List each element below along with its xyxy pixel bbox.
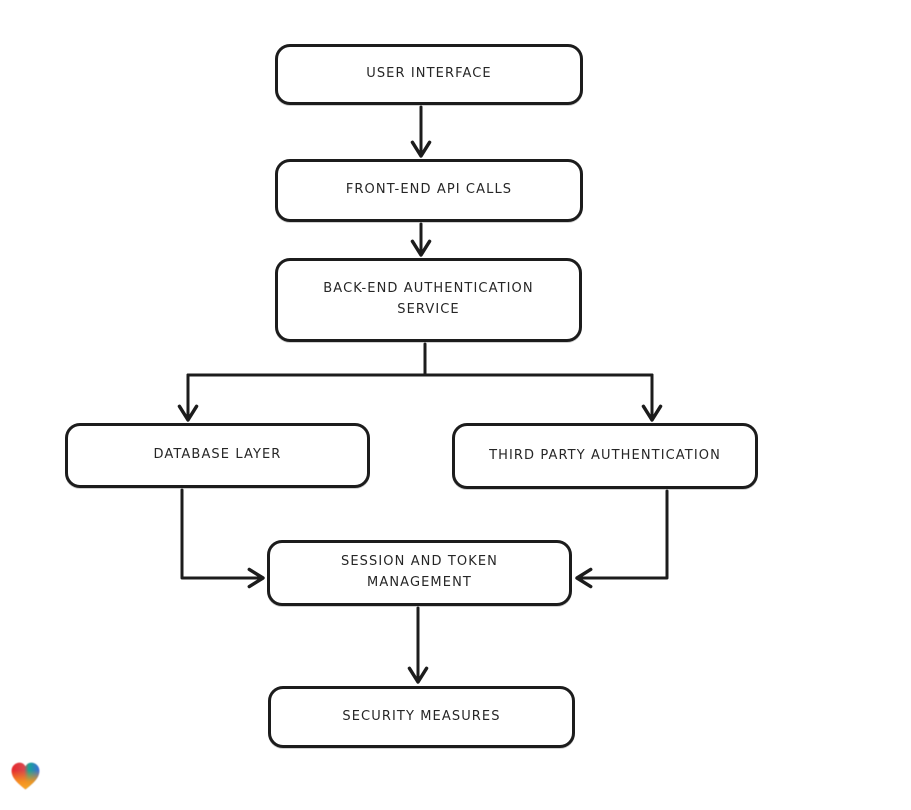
edge-thirdparty-to-session [575, 489, 669, 589]
node-label: SESSION AND TOKEN MANAGEMENT [341, 554, 498, 590]
edge-backend-branch-rail [186, 342, 654, 377]
node-security-measures: SECURITY MEASURES [268, 686, 575, 748]
node-label: USER INTERFACE [366, 66, 492, 82]
node-front-end-api-calls: FRONT-END API CALLS [275, 159, 583, 222]
edge-database-to-session [180, 488, 265, 589]
node-database-layer: DATABASE LAYER [65, 423, 370, 488]
node-label: BACK-END AUTHENTICATION SERVICE [323, 281, 534, 317]
node-label: SECURITY MEASURES [342, 708, 501, 724]
node-third-party-authentication: THIRD PARTY AUTHENTICATION [452, 423, 758, 489]
node-session-and-token-management: SESSION AND TOKEN MANAGEMENT [267, 540, 572, 606]
node-back-end-authentication-service: BACK-END AUTHENTICATION SERVICE [275, 258, 582, 342]
node-user-interface: USER INTERFACE [275, 44, 583, 105]
heart-logo [11, 762, 40, 790]
node-label: DATABASE LAYER [153, 447, 282, 463]
node-label: THIRD PARTY AUTHENTICATION [489, 447, 721, 463]
node-label: FRONT-END API CALLS [345, 182, 513, 198]
